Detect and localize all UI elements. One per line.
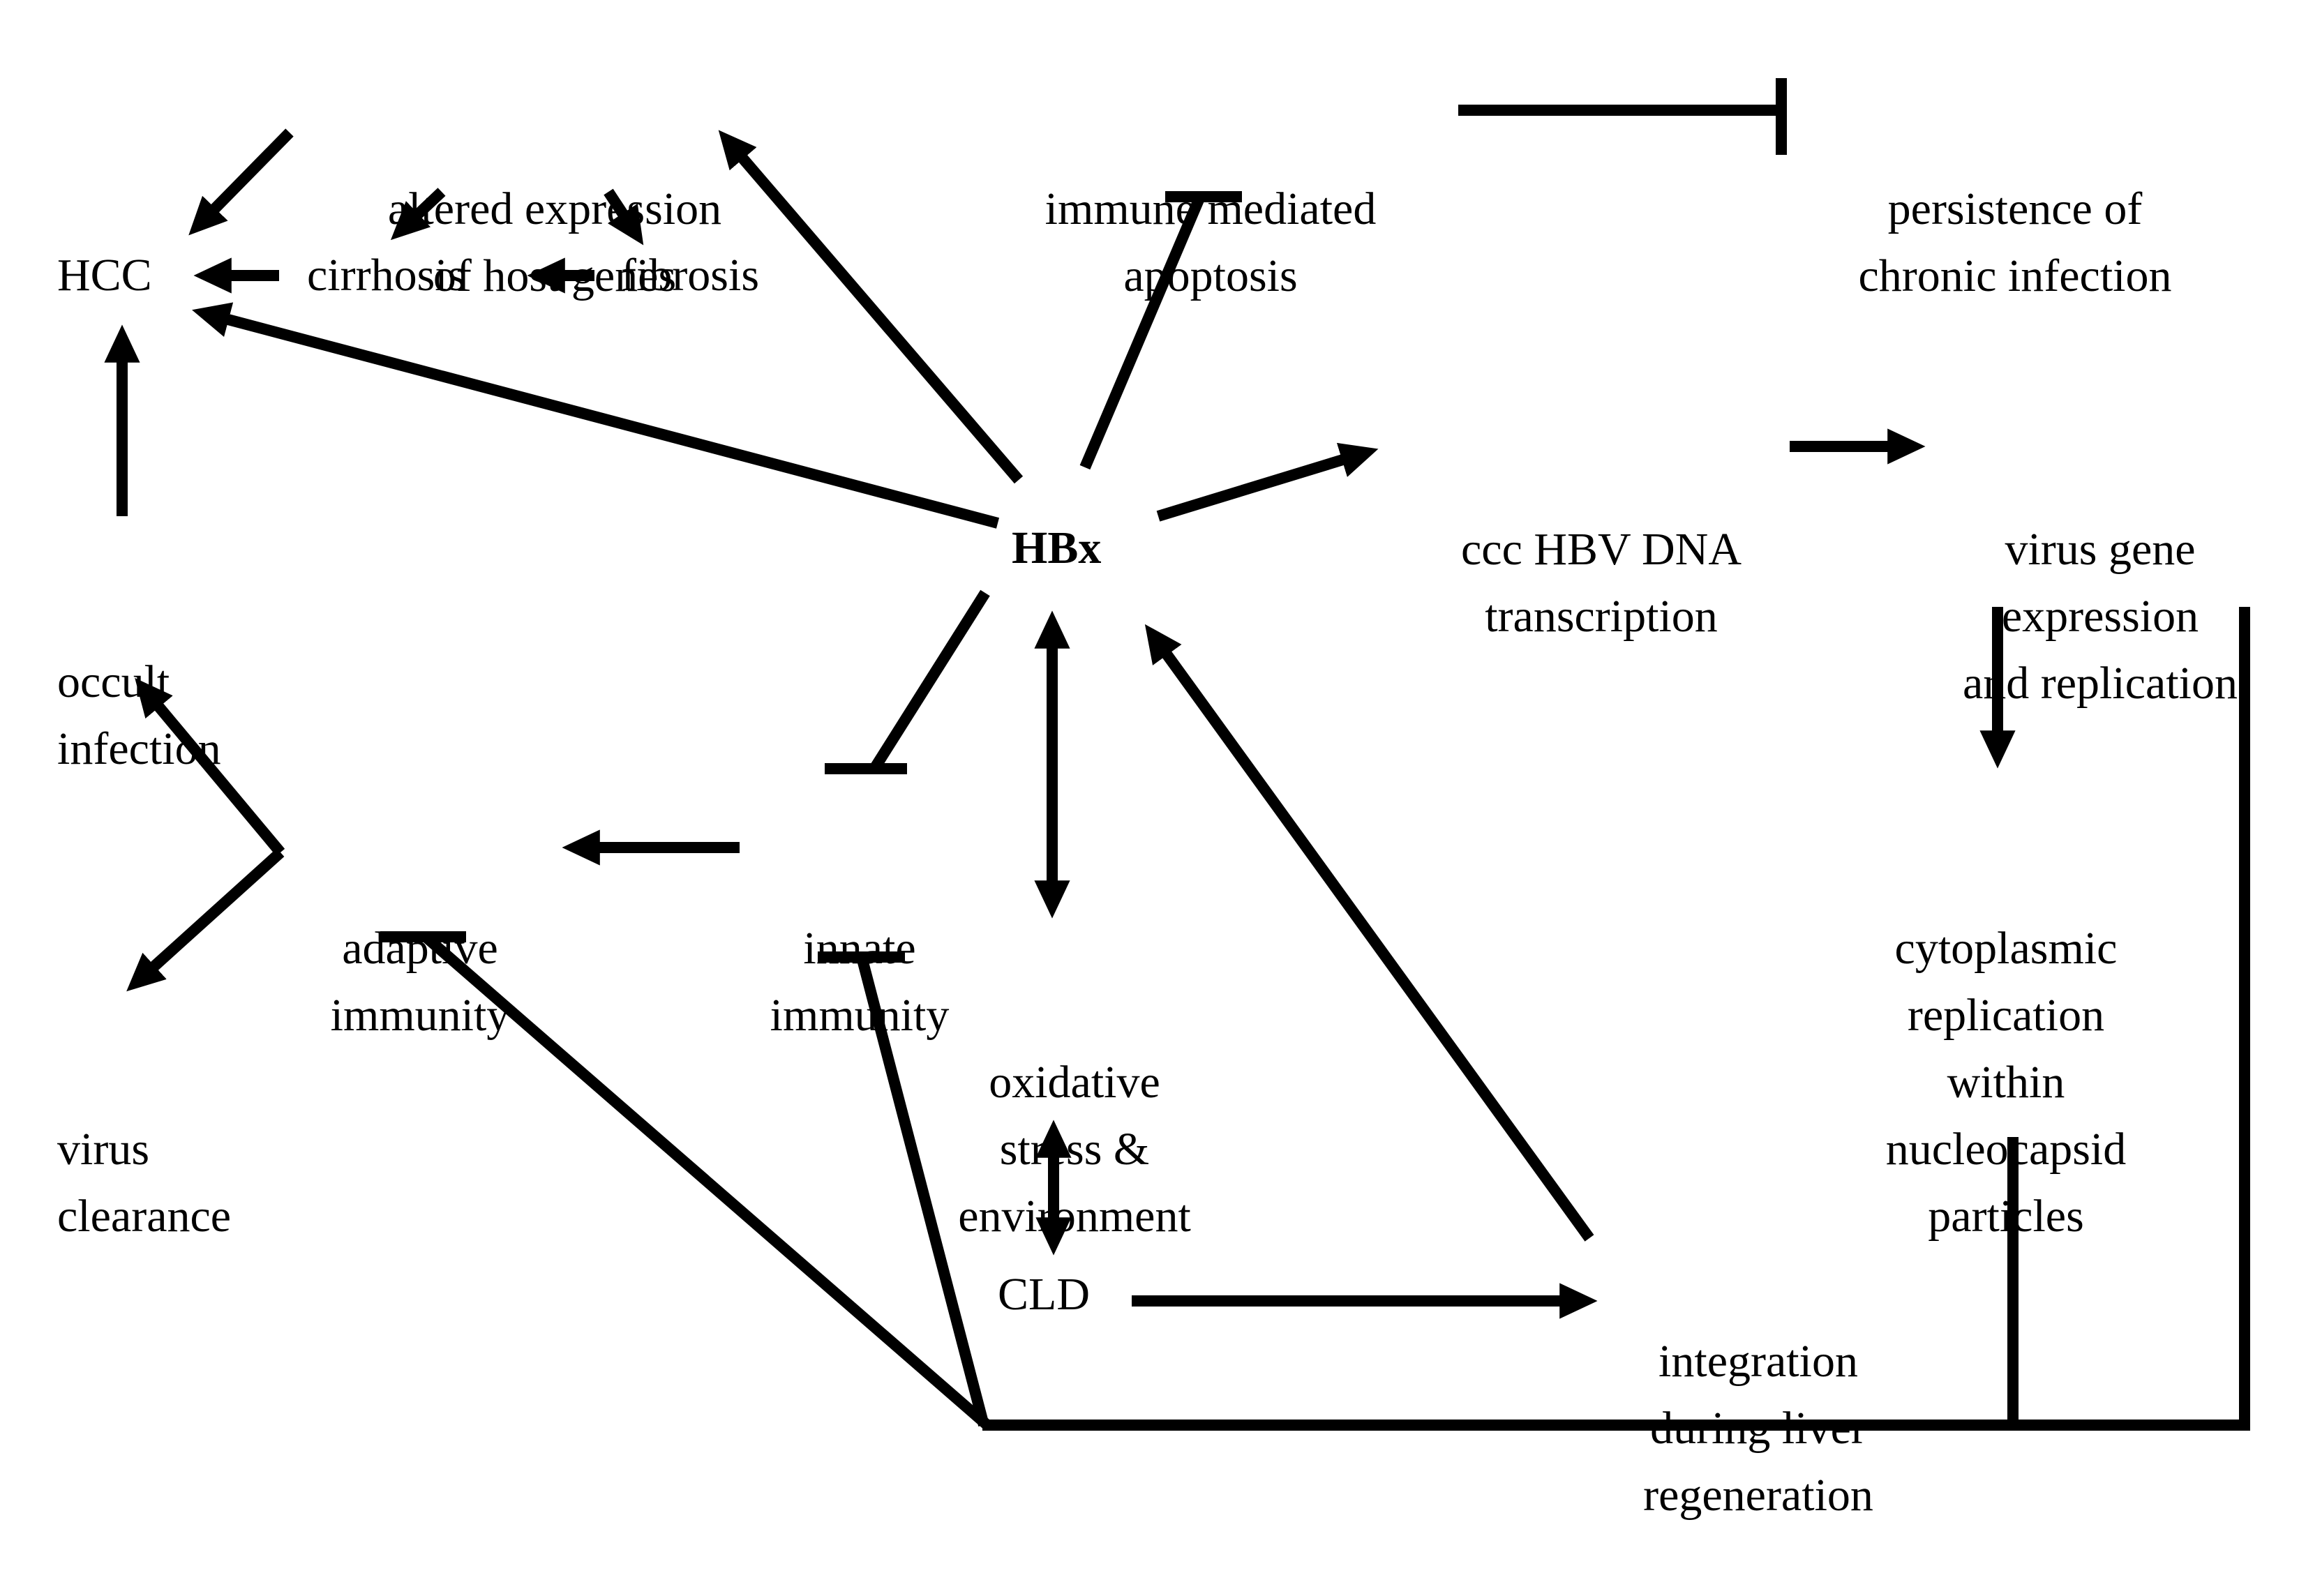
inhibit-hbx-innate bbox=[869, 589, 990, 772]
inhibit-hbx-apoptosis bbox=[1079, 194, 1206, 470]
node-hbx: HBx bbox=[1012, 522, 1102, 573]
arrow-integration-to-hbx bbox=[1144, 624, 1594, 1242]
node-cirrhosis: cirrhosis bbox=[307, 250, 466, 301]
arrow-altered-to-hcc bbox=[188, 128, 294, 236]
inhibit-to-innate bbox=[856, 955, 989, 1427]
arrow-adaptive-to-occult bbox=[135, 677, 285, 857]
arrow-hbx-to-ccc bbox=[1156, 442, 1379, 522]
node-hcc: HCC bbox=[57, 250, 152, 301]
node-fibrosis: fibrosis bbox=[621, 250, 759, 301]
diagram-canvas bbox=[104, 78, 2250, 1431]
arrow-altered-to-cirrhosis bbox=[390, 188, 446, 241]
arrow-hbx-to-hcc bbox=[192, 302, 1000, 529]
arrow-altered-to-fibrosis bbox=[604, 188, 644, 246]
inhibit-to-adaptive bbox=[421, 932, 991, 1430]
arrow-adaptive-to-clearance bbox=[126, 848, 285, 992]
arrow-hbx-to-altered bbox=[718, 130, 1024, 484]
node-cld: CLD bbox=[998, 1269, 1090, 1320]
